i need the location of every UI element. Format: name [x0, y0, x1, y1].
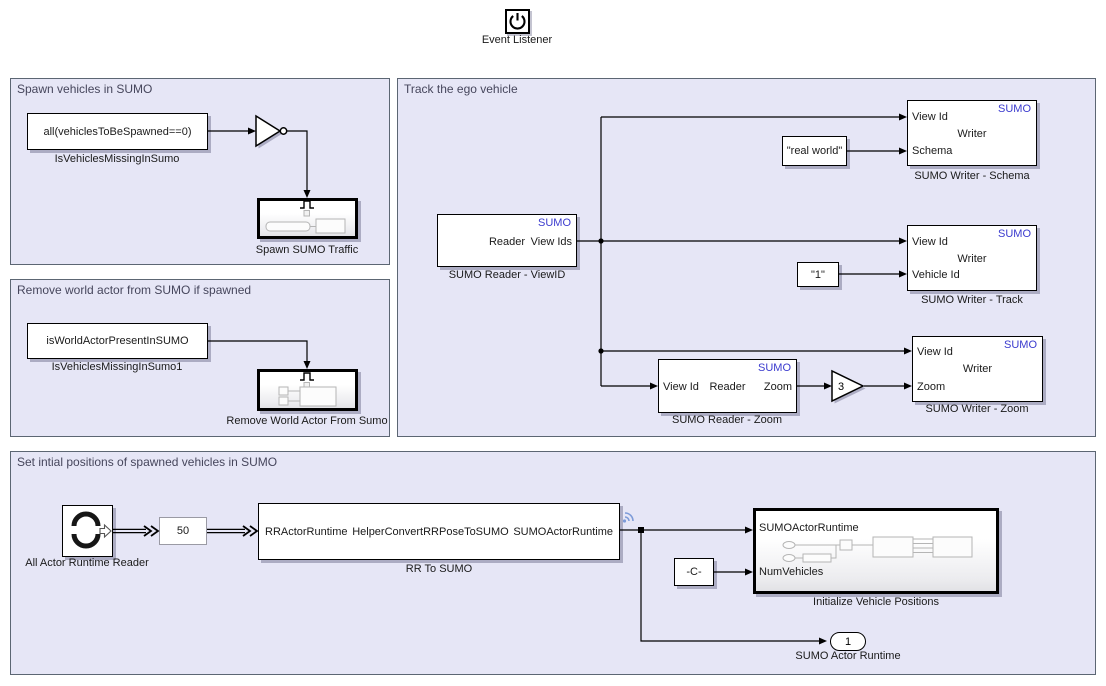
rate-transition-block[interactable]: 50	[159, 517, 207, 545]
port-out-zoom: Zoom	[763, 381, 792, 393]
port-in-zoom: Zoom	[917, 381, 946, 393]
port-in-view-id: View Id	[917, 346, 953, 358]
remove-world-actor-subsystem[interactable]	[257, 369, 358, 411]
initialize-vehicle-positions-label: Initialize Vehicle Positions	[813, 596, 939, 608]
remove-world-actor-label: Remove World Actor From Sumo	[226, 415, 388, 427]
sumo-brand-text: SUMO	[538, 217, 571, 229]
constant-text: "real world"	[786, 145, 843, 157]
sumo-writer-schema-label: SUMO Writer - Schema	[914, 170, 1030, 182]
sumo-writer-schema-block[interactable]: SUMO View Id Writer Schema	[907, 100, 1037, 166]
port-in-sumoactorruntime: SUMOActorRuntime	[759, 522, 859, 534]
sumo-writer-zoom-block[interactable]: SUMO View Id Writer Zoom	[912, 336, 1043, 402]
sumo-brand-text: SUMO	[998, 228, 1031, 240]
port-in-view-id: View Id	[912, 111, 948, 123]
area-spawn-vehicles[interactable]: Spawn vehicles in SUMO	[10, 78, 390, 265]
sumo-reader-zoom-block[interactable]: SUMO View Id Reader Zoom	[658, 359, 797, 413]
port-in-numvehicles: NumVehicles	[759, 566, 824, 578]
constant-real-world[interactable]: "real world"	[782, 136, 847, 166]
port-out-view-ids: View Ids	[530, 236, 572, 248]
all-actor-runtime-reader-block[interactable]	[62, 505, 113, 557]
port-in-vehicle-id: Vehicle Id	[912, 269, 960, 281]
constant-text: -C-	[686, 566, 702, 578]
condition-block-label: IsVehiclesMissingInSumo1	[51, 361, 183, 373]
port-out-sumoactorruntime: SUMOActorRuntime	[513, 525, 613, 538]
sumo-brand-text: SUMO	[758, 362, 791, 374]
outport-number: 1	[844, 635, 852, 648]
sumo-writer-track-block[interactable]: SUMO View Id Writer Vehicle Id	[907, 225, 1037, 291]
sumo-writer-zoom-label: SUMO Writer - Zoom	[925, 403, 1029, 415]
outport-sumo-actor-runtime[interactable]: 1	[830, 632, 866, 651]
port-in-rractorruntime: RRActorRuntime	[265, 525, 348, 538]
sumo-brand-text: SUMO	[998, 103, 1031, 115]
condition-block-world-actor-present[interactable]: isWorldActorPresentInSUMO	[27, 323, 208, 359]
port-in-view-id: View Id	[912, 236, 948, 248]
sumo-reader-zoom-label: SUMO Reader - Zoom	[671, 414, 783, 426]
sumo-writer-track-label: SUMO Writer - Track	[921, 294, 1023, 306]
area-title-spawn: Spawn vehicles in SUMO	[17, 82, 153, 96]
initialize-vehicle-positions-subsystem[interactable]: SUMOActorRuntime NumVehicles	[753, 508, 999, 594]
block-center-text: Reader	[709, 381, 746, 393]
port-in-view-id: View Id	[663, 381, 699, 393]
block-center-text: Writer	[957, 253, 987, 265]
area-title-init: Set intial positions of spawned vehicles…	[17, 455, 278, 469]
block-center-text: Reader	[488, 236, 526, 248]
sumo-brand-text: SUMO	[1004, 339, 1037, 351]
block-center-text: Writer	[962, 363, 993, 375]
condition-text: all(vehiclesToBeSpawned==0)	[43, 125, 192, 138]
constant-c-block[interactable]: -C-	[674, 558, 714, 586]
event-listener-label: Event Listener	[481, 34, 553, 46]
rate-text: 50	[176, 525, 190, 537]
rr-to-sumo-block[interactable]: RRActorRuntime HelperConvertRRPoseToSUMO…	[258, 503, 620, 560]
area-title-remove: Remove world actor from SUMO if spawned	[17, 283, 252, 297]
spawn-sumo-traffic-label: Spawn SUMO Traffic	[255, 244, 359, 256]
sumo-reader-viewid-block[interactable]: SUMO Reader View Ids	[437, 214, 577, 267]
condition-block-label: IsVehiclesMissingInSumo	[54, 153, 180, 165]
constant-vehicle-id[interactable]: "1"	[797, 262, 839, 287]
rr-to-sumo-label: RR To SUMO	[405, 563, 473, 575]
spawn-sumo-traffic-subsystem[interactable]	[257, 198, 358, 239]
event-listener-block[interactable]	[505, 9, 530, 34]
area-title-track: Track the ego vehicle	[404, 82, 518, 96]
block-center-text: HelperConvertRRPoseToSUMO	[352, 525, 509, 538]
condition-block-vehicles-to-be-spawned[interactable]: all(vehiclesToBeSpawned==0)	[27, 113, 208, 150]
sumo-reader-viewid-label: SUMO Reader - ViewID	[448, 269, 566, 281]
outport-label: SUMO Actor Runtime	[795, 650, 901, 662]
constant-text: "1"	[811, 268, 825, 281]
block-center-text: Writer	[957, 128, 987, 140]
condition-text: isWorldActorPresentInSUMO	[46, 335, 189, 347]
port-in-schema: Schema	[912, 145, 953, 157]
all-actor-runtime-reader-label: All Actor Runtime Reader	[25, 557, 149, 569]
